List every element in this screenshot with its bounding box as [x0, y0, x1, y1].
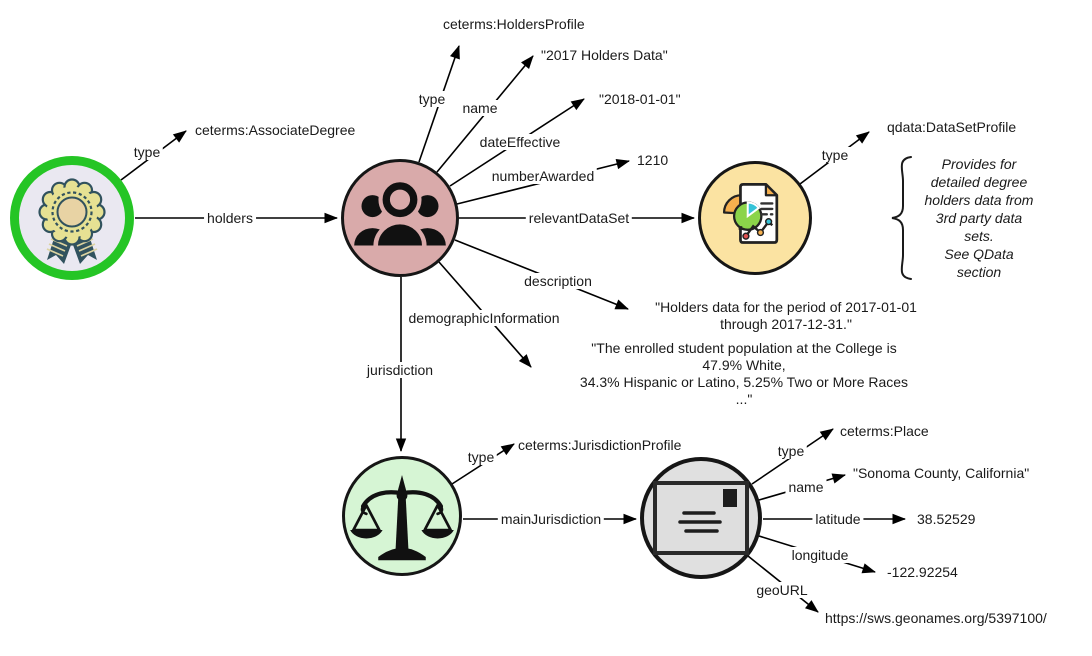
holders-type-edge-label: type — [415, 91, 449, 107]
scales-of-justice-icon — [350, 474, 454, 561]
data-report-icon — [722, 183, 779, 244]
place-type-edge-label: type — [774, 443, 808, 459]
dataset-profile-node — [698, 161, 812, 275]
geo-url-value: https://sws.geonames.org/5397100/ — [825, 610, 1047, 626]
holders-profile-node — [341, 159, 459, 277]
jurisdiction-type-value: ceterms:JurisdictionProfile — [518, 437, 682, 453]
dataset-type-value: qdata:DataSetProfile — [887, 119, 1017, 135]
latitude-edge-label: latitude — [812, 511, 864, 527]
dataset-type-edge-label: type — [818, 147, 852, 163]
latitude-value: 38.52529 — [917, 511, 976, 527]
place-type-value: ceterms:Place — [840, 423, 929, 439]
envelope-icon — [653, 481, 749, 555]
holders-name-edge-label: name — [459, 100, 501, 116]
people-group-icon — [354, 178, 446, 246]
description-value: "Holders data for the period of 2017-01-… — [655, 299, 917, 332]
number-awarded-edge-label: numberAwarded — [488, 168, 598, 184]
place-name-edge-label: name — [785, 479, 827, 495]
demographic-value: "The enrolled student population at the … — [579, 340, 909, 407]
dataset-note: Provides for detailed degree holders dat… — [924, 156, 1034, 280]
credential-type-value: ceterms:AssociateDegree — [195, 122, 356, 138]
number-awarded-value: 1210 — [637, 152, 669, 168]
award-ribbon-icon — [38, 178, 106, 264]
relevant-dataset-edge-label: relevantDataSet — [525, 210, 633, 226]
note-brace — [891, 156, 912, 280]
credential-node — [10, 156, 134, 280]
credential-type-edge-label: type — [130, 144, 164, 160]
jurisdiction-edge-label: jurisdiction — [363, 362, 437, 378]
longitude-edge-label: longitude — [788, 547, 852, 563]
jurisdiction-profile-node — [342, 456, 462, 576]
place-node — [640, 457, 762, 579]
holders-name-value: "2017 Holders Data" — [541, 47, 668, 63]
demographic-edge-label: demographicInformation — [405, 310, 563, 326]
place-name-value: "Sonoma County, California" — [853, 465, 1030, 481]
date-effective-edge-label: dateEffective — [476, 134, 564, 150]
longitude-value: -122.92254 — [887, 564, 958, 580]
holders-edge-label: holders — [204, 210, 256, 226]
date-effective-value: "2018-01-01" — [599, 91, 681, 107]
jurisdiction-type-edge-label: type — [464, 449, 498, 465]
description-edge-label: description — [521, 273, 595, 289]
holders-type-value: ceterms:HoldersProfile — [443, 16, 585, 32]
geo-url-edge-label: geoURL — [753, 582, 811, 598]
main-jurisdiction-edge-label: mainJurisdiction — [497, 511, 605, 527]
